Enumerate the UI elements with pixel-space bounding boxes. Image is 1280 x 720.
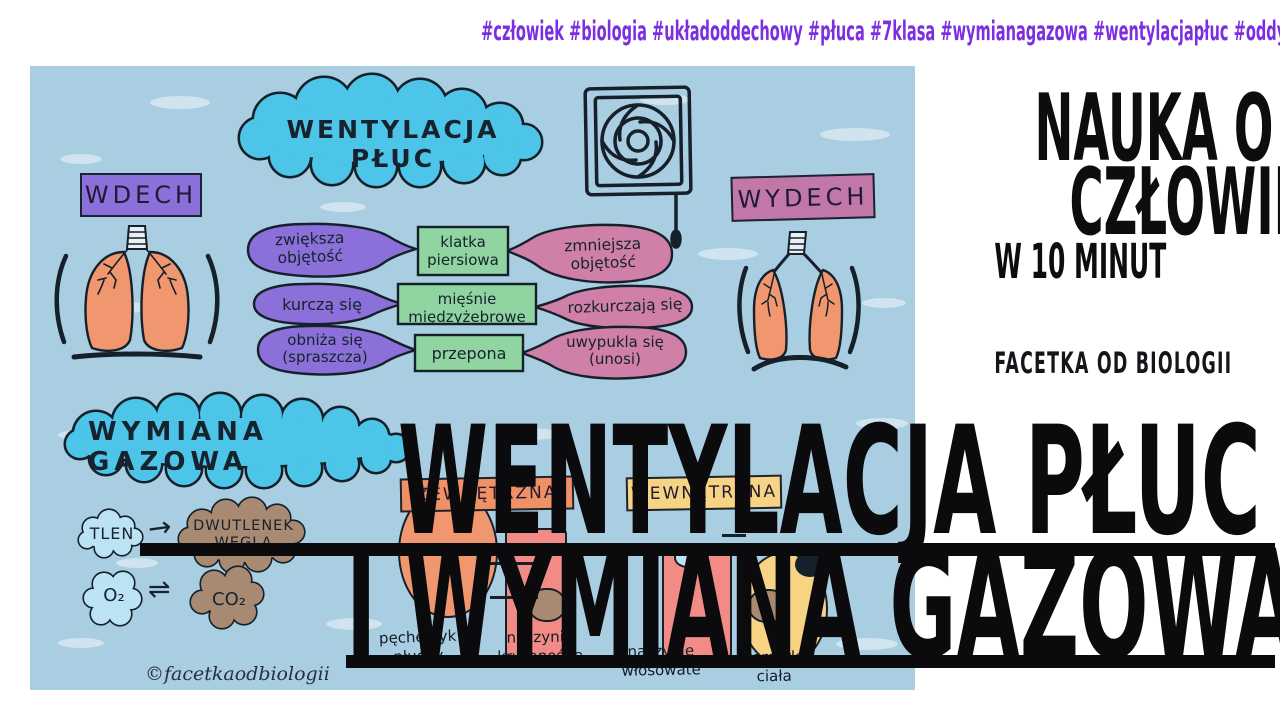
exhale-row1-label: zmniejsza objętość <box>563 234 642 273</box>
cloud-wisp <box>116 558 158 568</box>
oxygen-word: TLEN <box>89 524 135 543</box>
video-title-line1: WENTYLACJA PŁUC <box>398 395 1261 569</box>
organ-row1-label: klatka piersiowa <box>427 233 499 269</box>
exhale-row3-label: uwypukla się (unosi) <box>566 333 664 369</box>
cloud-wisp <box>500 428 560 440</box>
author-signature: ©facetkaodbiologii <box>145 663 330 685</box>
organ-row3-label: przepona <box>431 344 507 363</box>
capillary-illustration <box>662 548 732 664</box>
cloud-wisp <box>836 638 898 650</box>
inhale-row2-label: kurczą się <box>282 295 362 314</box>
exchange-arrow <box>490 596 538 599</box>
exchange-arrow <box>490 562 538 565</box>
inhale-lungs-icon <box>54 225 220 360</box>
cloud-wisp <box>58 638 104 648</box>
cloud-wisp <box>820 128 890 141</box>
co2-particle-cloud <box>748 589 788 623</box>
cloud-wisp <box>320 202 366 212</box>
exhale-lungs-icon <box>737 231 861 372</box>
organ-row2-label: mięśnie międzyżebrowe <box>408 290 526 326</box>
title-underline-bar-top <box>140 543 1275 556</box>
o2-symbol: O₂ <box>103 585 125 606</box>
title-cloud-label: WENTYLACJA PŁUC <box>286 115 500 173</box>
hashtag-bar: #człowiek #biologia #układoddechowy #płu… <box>0 16 1280 47</box>
hashtag-text: #człowiek #biologia #układoddechowy #płu… <box>481 16 1280 47</box>
exhale-label-box: WYDECH <box>730 173 876 222</box>
inhale-label: WDECH <box>84 181 198 209</box>
cloud-wisp <box>640 94 690 105</box>
channel-title-line2: CZŁOWIEKU <box>1069 148 1280 256</box>
cloud-wisp <box>60 154 102 164</box>
equilibrium-arrows-icon: ⇌ <box>148 574 171 605</box>
fan-icon <box>583 85 693 249</box>
channel-brand: FACETKA OD BIOLOGII <box>994 346 1233 380</box>
co2-particle-cloud <box>528 588 566 622</box>
channel-title-line1: NAUKA O <box>1034 74 1274 182</box>
inhale-label-box: WDECH <box>80 173 202 217</box>
cloud-wisp <box>698 248 758 260</box>
title-underline-bar-bottom <box>346 655 1275 668</box>
cloud-wisp <box>856 418 908 429</box>
inhale-row3-label: obniża się (spraszcza) <box>282 331 368 367</box>
exhale-label: WYDECH <box>737 181 869 214</box>
gas-exchange-cloud-label: WYMIANA GAZOWA <box>88 417 269 477</box>
cell-nucleus <box>795 552 825 577</box>
cloud-wisp <box>150 96 210 109</box>
right-arrow-icon: → <box>145 509 174 546</box>
inhale-row1-label: zwiększa objętość <box>274 228 345 267</box>
exchange-arrow <box>722 534 746 537</box>
comparison-diagram <box>246 222 694 380</box>
co2-symbol: CO₂ <box>212 589 246 610</box>
channel-subtitle: W 10 MINUT <box>994 234 1167 290</box>
cloud-wisp <box>862 298 906 308</box>
cloud-wisp <box>326 618 382 630</box>
